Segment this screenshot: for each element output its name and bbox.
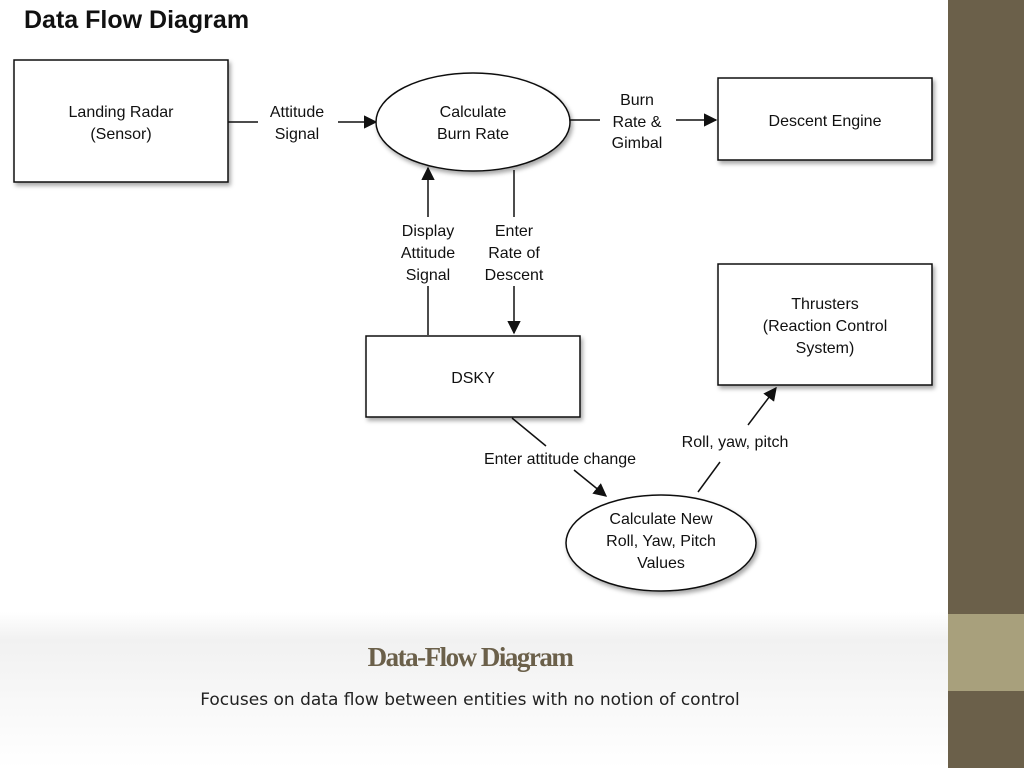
svg-text:Values: Values (637, 555, 685, 572)
svg-text:Signal: Signal (406, 267, 450, 284)
svg-text:Calculate: Calculate (440, 104, 507, 121)
slide-title: Data-Flow Diagram (367, 642, 574, 672)
calculate-burn-rate-process: Calculate Burn Rate (375, 72, 571, 172)
svg-text:Attitude: Attitude (401, 245, 455, 262)
flow-arrow-attitude-change (573, 469, 608, 497)
svg-text:Attitude: Attitude (270, 104, 324, 121)
svg-text:Display: Display (402, 223, 454, 240)
svg-text:Descent Engine: Descent Engine (769, 113, 882, 130)
flow-line-calc-roll-out (697, 461, 721, 493)
svg-text:(Sensor): (Sensor) (90, 126, 151, 143)
svg-text:Rate &: Rate & (613, 114, 662, 131)
flow-label-attitude-signal: Attitude Signal (270, 104, 324, 143)
thrusters-node: Thrusters (Reaction Control System) (717, 263, 933, 386)
svg-text:Landing Radar: Landing Radar (69, 104, 175, 121)
descent-engine-node: Descent Engine (717, 77, 933, 161)
svg-text:Enter: Enter (495, 223, 534, 240)
flow-arrow-roll-yaw-pitch (747, 386, 777, 426)
svg-text:Burn Rate: Burn Rate (437, 126, 509, 143)
landing-radar-node: Landing Radar (Sensor) (13, 59, 229, 183)
flow-line-dsky-attitude-change (511, 417, 547, 447)
flow-label-roll-yaw-pitch: Roll, yaw, pitch (682, 434, 789, 451)
svg-text:Roll, Yaw, Pitch: Roll, Yaw, Pitch (606, 533, 716, 550)
svg-text:Rate of: Rate of (488, 245, 540, 262)
svg-text:Descent: Descent (485, 267, 544, 284)
svg-text:Thrusters: Thrusters (791, 296, 859, 313)
svg-text:Gimbal: Gimbal (612, 135, 663, 152)
side-accent-bar-top (948, 0, 1024, 614)
svg-text:Signal: Signal (275, 126, 319, 143)
slide-subtitle: Focuses on data flow between entities wi… (200, 690, 740, 710)
svg-text:(Reaction Control: (Reaction Control (763, 318, 888, 335)
side-accent-bar-middle (948, 614, 1024, 691)
flow-label-enter-attitude-change: Enter attitude change (484, 451, 636, 468)
data-flow-diagram: Landing Radar (Sensor) Calculate Burn Ra… (13, 59, 933, 592)
flow-label-enter-rate-of-descent: Enter Rate of Descent (485, 223, 544, 284)
svg-text:Burn: Burn (620, 92, 654, 109)
calculate-roll-yaw-pitch-process: Calculate New Roll, Yaw, Pitch Values (565, 494, 757, 592)
flow-label-burn-rate-gimbal: Burn Rate & Gimbal (612, 92, 663, 152)
svg-text:DSKY: DSKY (451, 370, 495, 387)
side-accent-bar-bottom (948, 691, 1024, 768)
flow-label-display-attitude-signal: Display Attitude Signal (401, 223, 455, 284)
diagram-title: Data Flow Diagram (24, 6, 250, 34)
svg-text:Calculate New: Calculate New (609, 511, 713, 528)
svg-text:System): System) (796, 340, 855, 357)
dsky-node: DSKY (365, 335, 581, 418)
